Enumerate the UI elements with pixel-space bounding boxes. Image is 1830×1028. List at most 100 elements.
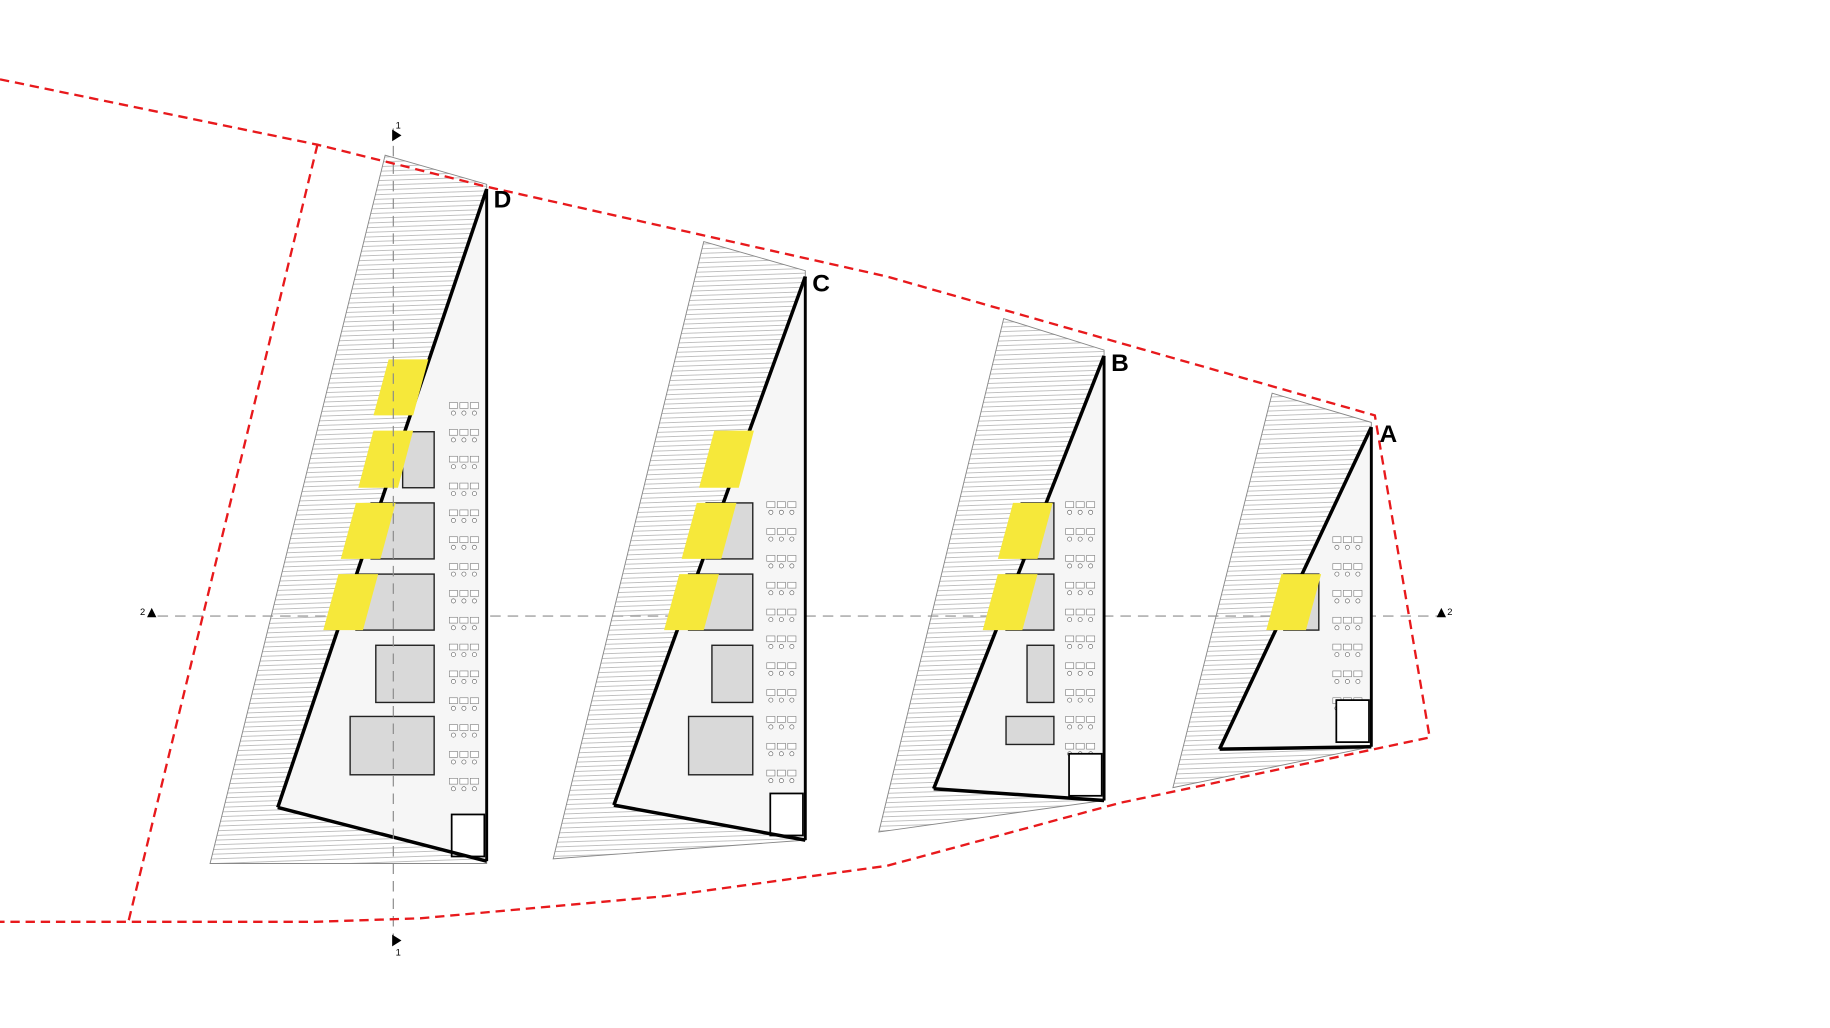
highlight-zone xyxy=(982,574,1038,631)
desk xyxy=(1353,563,1363,570)
chair-icon xyxy=(451,759,456,765)
desk xyxy=(776,581,786,589)
chair-icon xyxy=(461,786,467,792)
desk xyxy=(1075,581,1085,589)
chair-icon xyxy=(1345,598,1350,604)
chair-icon xyxy=(1088,590,1094,596)
chair-icon xyxy=(1355,571,1361,577)
section-marker-left-icon xyxy=(147,607,157,618)
chair-icon xyxy=(461,759,467,765)
desk xyxy=(449,402,458,409)
desk xyxy=(1343,643,1352,651)
chair-icon xyxy=(451,652,456,657)
chair-icon xyxy=(1067,617,1073,622)
desk xyxy=(776,555,786,562)
chair-icon xyxy=(1077,644,1083,649)
chair-icon xyxy=(461,705,467,711)
desk xyxy=(459,509,469,517)
desk xyxy=(766,581,776,589)
chair-icon xyxy=(451,705,456,711)
chair-icon xyxy=(1067,697,1073,703)
chair-icon xyxy=(789,509,795,515)
desk xyxy=(766,662,776,669)
chair-icon xyxy=(461,679,467,684)
desk xyxy=(449,590,458,597)
room xyxy=(1026,644,1055,704)
chair-icon xyxy=(461,598,467,604)
desk xyxy=(1065,716,1075,723)
building-d xyxy=(209,154,489,864)
desk xyxy=(1332,590,1342,597)
chair-icon xyxy=(789,751,795,757)
desk xyxy=(1086,555,1096,562)
chair-icon xyxy=(461,571,467,577)
chair-icon xyxy=(1067,563,1073,569)
chair-icon xyxy=(778,778,784,784)
chair-icon xyxy=(1077,697,1083,703)
chair-icon xyxy=(768,778,774,784)
stair-core xyxy=(769,792,804,837)
desk xyxy=(1065,635,1075,643)
chair-icon xyxy=(778,509,784,515)
chair-icon xyxy=(768,644,774,649)
desk xyxy=(766,742,776,750)
desk xyxy=(1086,742,1096,750)
desk-grid xyxy=(1065,501,1096,757)
chair-icon xyxy=(461,518,467,523)
desk xyxy=(1075,689,1085,696)
section-line-1: 1 1 xyxy=(392,120,402,958)
desk xyxy=(776,608,786,616)
desk xyxy=(459,482,469,490)
section-label-bottom: 1 xyxy=(396,948,401,958)
building-a xyxy=(1172,392,1373,789)
chair-icon xyxy=(1088,644,1094,649)
chair-icon xyxy=(472,518,477,523)
desk xyxy=(470,590,479,597)
desk xyxy=(449,455,458,463)
chair-icon xyxy=(1334,652,1340,657)
chair-icon xyxy=(778,697,784,703)
chair-icon xyxy=(451,437,456,443)
desk xyxy=(766,635,776,643)
desk xyxy=(766,716,776,723)
desk xyxy=(459,455,469,463)
desk xyxy=(1353,616,1363,624)
chair-icon xyxy=(461,491,467,496)
desk xyxy=(1075,742,1085,750)
desk xyxy=(787,742,797,750)
chair-icon xyxy=(1077,509,1083,515)
desk xyxy=(1086,635,1096,643)
chair-icon xyxy=(1088,697,1094,703)
desk xyxy=(470,482,479,490)
chair-icon xyxy=(472,625,477,631)
desk xyxy=(459,778,469,785)
desk xyxy=(1075,608,1085,616)
chair-icon xyxy=(1355,679,1361,684)
desk xyxy=(776,742,786,750)
chair-icon xyxy=(789,563,795,569)
chair-icon xyxy=(472,732,477,738)
desk xyxy=(470,643,479,651)
building-label-c: C xyxy=(812,271,830,298)
building-c xyxy=(552,240,807,860)
desk xyxy=(1353,670,1363,678)
desk xyxy=(1353,590,1363,597)
chair-icon xyxy=(1067,724,1073,730)
desk xyxy=(1086,662,1096,669)
room xyxy=(711,644,754,704)
desk xyxy=(449,724,458,731)
desk xyxy=(459,670,469,678)
desk xyxy=(1343,563,1352,570)
chair-icon xyxy=(789,644,795,649)
chair-icon xyxy=(778,563,784,569)
desk xyxy=(1065,608,1075,616)
section-marker-right-icon xyxy=(1436,607,1447,618)
chair-icon xyxy=(1077,724,1083,730)
desk xyxy=(449,509,458,517)
desk xyxy=(1075,635,1085,643)
chair-icon xyxy=(472,759,477,765)
desk xyxy=(1086,716,1096,723)
desk xyxy=(470,616,479,624)
chair-icon xyxy=(451,786,456,792)
desk xyxy=(459,563,469,570)
